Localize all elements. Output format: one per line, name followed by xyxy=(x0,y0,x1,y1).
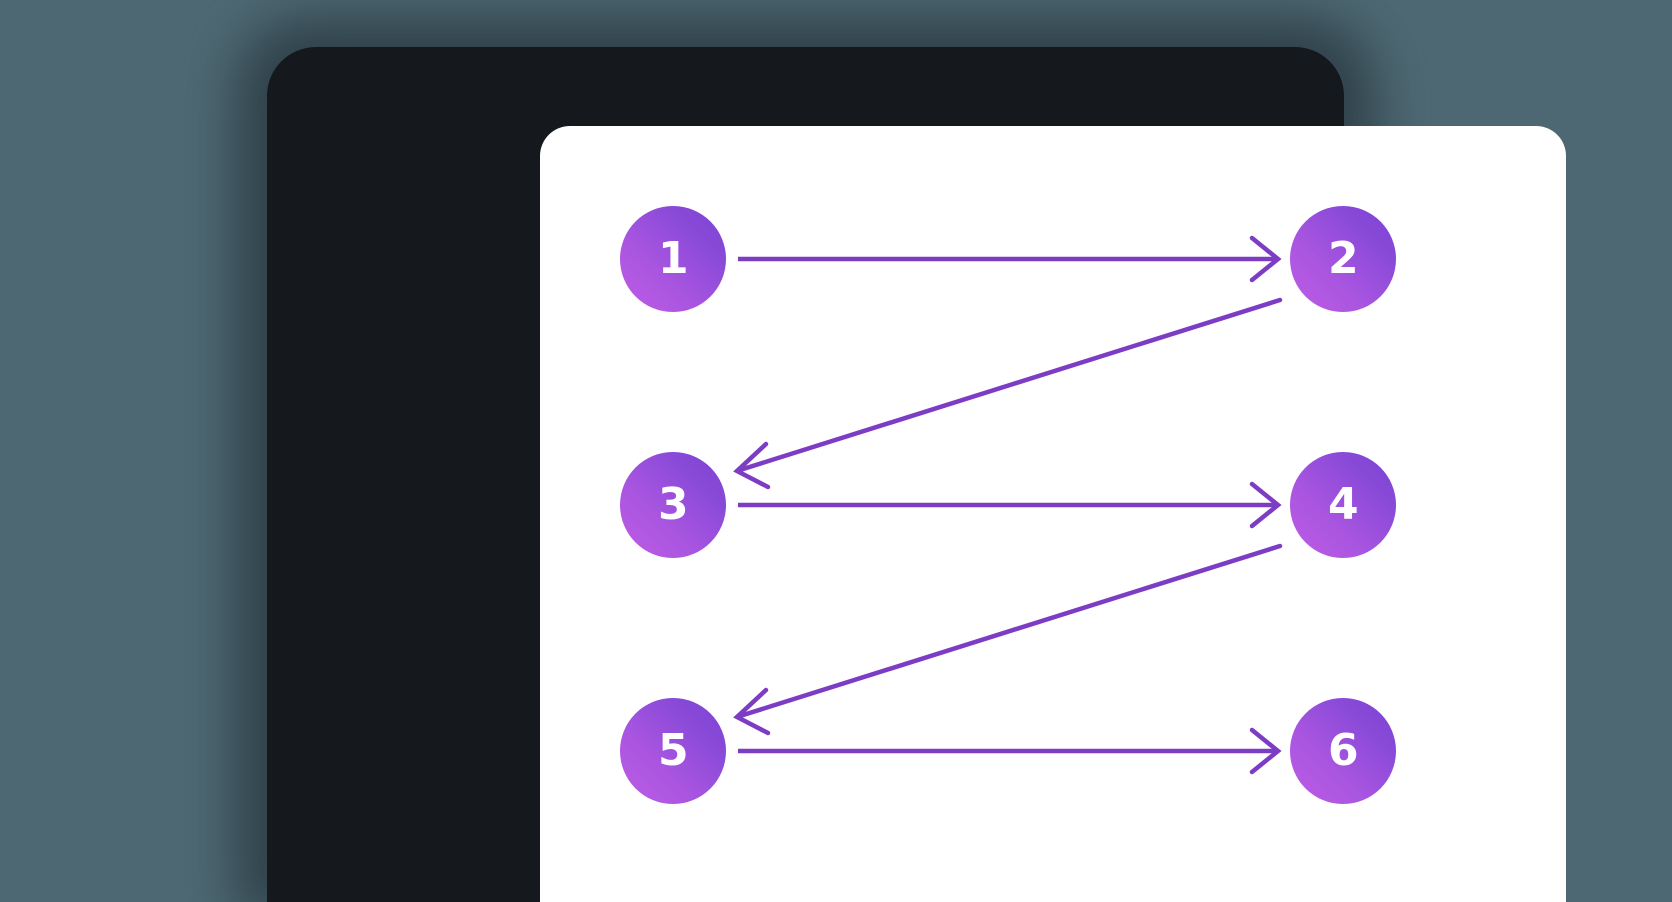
node-5-label: 5 xyxy=(657,725,689,776)
diagram-canvas[interactable]: 1 2 3 4 5 6 xyxy=(540,126,1566,902)
node-2-label: 2 xyxy=(1327,233,1359,284)
device-frame: 1 2 3 4 5 6 xyxy=(268,48,1566,902)
edge-4-to-5[interactable] xyxy=(733,543,1283,736)
edge-3-to-4-arrowhead xyxy=(1249,481,1282,529)
edge-4-to-5-line xyxy=(737,543,1283,719)
node-3-label: 3 xyxy=(657,479,689,530)
node-5[interactable]: 5 xyxy=(620,698,726,804)
edge-4-to-5-arrowhead xyxy=(733,687,771,736)
edge-1-to-2[interactable] xyxy=(738,235,1282,283)
node-4[interactable]: 4 xyxy=(1290,452,1396,558)
device-screen: 1 2 3 4 5 6 xyxy=(540,126,1566,902)
edge-2-to-3-line xyxy=(737,297,1283,473)
edge-2-to-3-arrowhead xyxy=(733,441,771,490)
node-6-label: 6 xyxy=(1327,725,1359,776)
edge-3-to-4[interactable] xyxy=(738,481,1282,529)
edge-5-to-6-arrowhead xyxy=(1249,727,1282,775)
edge-1-to-2-arrowhead xyxy=(1249,235,1282,283)
edge-5-to-6[interactable] xyxy=(738,727,1282,775)
node-1-label: 1 xyxy=(657,233,689,284)
node-4-label: 4 xyxy=(1327,479,1359,530)
node-3[interactable]: 3 xyxy=(620,452,726,558)
node-6[interactable]: 6 xyxy=(1290,698,1396,804)
node-2[interactable]: 2 xyxy=(1290,206,1396,312)
node-1[interactable]: 1 xyxy=(620,206,726,312)
edge-2-to-3[interactable] xyxy=(733,297,1283,490)
